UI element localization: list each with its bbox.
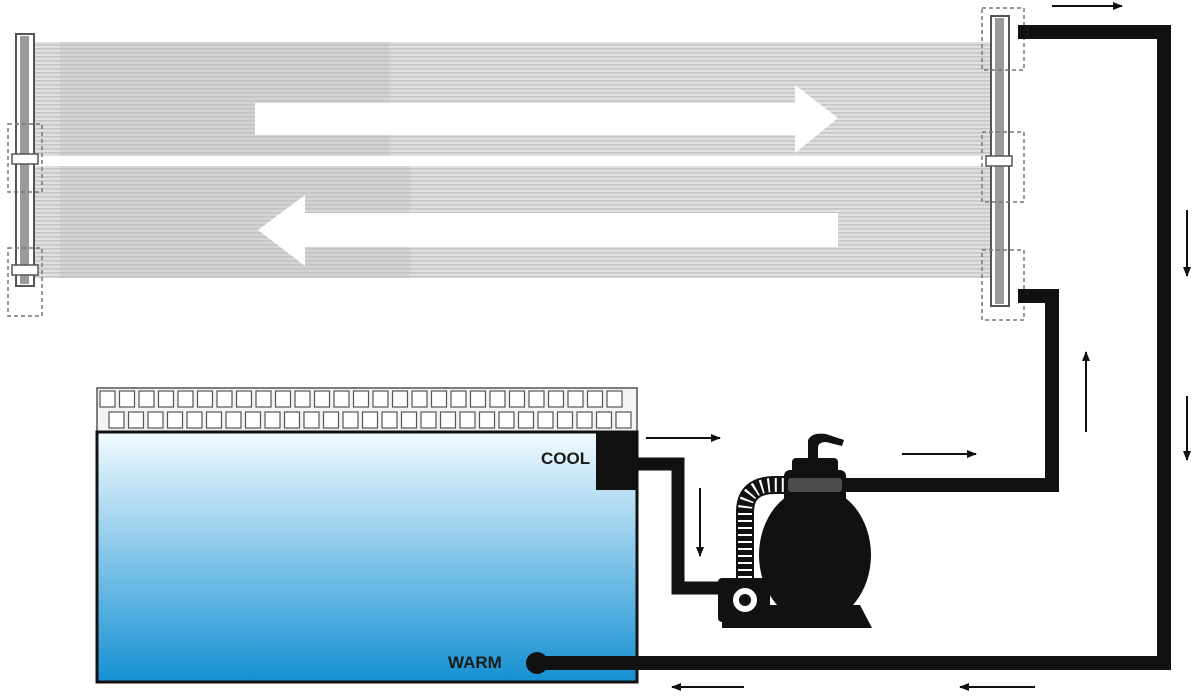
pool-tile	[459, 411, 476, 429]
pool	[95, 387, 639, 684]
pool-tile	[99, 390, 116, 408]
pool-tile	[537, 411, 554, 429]
pool-tile	[157, 390, 175, 408]
pool-tile	[255, 390, 272, 408]
filter-valve-handle	[808, 433, 844, 460]
pool-coping-tiles	[96, 387, 638, 433]
pool-tile	[498, 411, 515, 429]
warm-inlet-nozzle	[526, 652, 548, 674]
pool-tile	[118, 390, 136, 408]
pool-tile	[264, 411, 281, 429]
right-manifold	[981, 7, 1025, 321]
pool-tile	[606, 390, 623, 408]
pool-tile	[478, 411, 496, 429]
pool-tile	[205, 411, 223, 429]
pool-tile	[469, 390, 487, 408]
pool-water	[95, 430, 639, 684]
pool-tile	[430, 390, 448, 408]
pool-tile	[411, 390, 428, 408]
solar-panel-icon	[7, 7, 1025, 321]
pool-tile	[576, 411, 593, 429]
pool-tile	[547, 390, 565, 408]
pool-tile	[489, 390, 506, 408]
pool-tile	[244, 411, 262, 429]
pump-hose	[736, 476, 790, 592]
filter-valve	[784, 470, 846, 504]
pool-tile	[147, 411, 164, 429]
solar-panel-upper-shade	[60, 42, 390, 156]
pool-tile	[508, 390, 526, 408]
pipes	[537, 25, 1171, 670]
sand-filter-pump-icon	[718, 433, 872, 628]
pool-tile	[586, 390, 604, 408]
pool-tile	[108, 411, 125, 429]
pool-tile	[127, 411, 145, 429]
solar-panel-upper	[34, 42, 992, 156]
pool-tile	[372, 390, 389, 408]
pool-tile	[177, 390, 194, 408]
flow-arrows	[646, 2, 1191, 691]
panel-flow-arrow-left	[258, 195, 838, 266]
pool-tile	[556, 411, 574, 429]
pool-tile	[400, 411, 418, 429]
pool-tile	[225, 411, 242, 429]
pool-tile	[381, 411, 398, 429]
panel-flow-arrow-right	[255, 85, 838, 153]
pool-tile	[196, 390, 214, 408]
pool-tile	[450, 390, 467, 408]
filter-tank	[759, 487, 871, 623]
pool-tile	[216, 390, 233, 408]
filter-base	[758, 605, 872, 628]
pool-tile	[166, 411, 184, 429]
pool-tile	[313, 390, 331, 408]
pipe-panel-return	[537, 25, 1171, 670]
pool-tile	[333, 390, 350, 408]
pool-tile	[342, 411, 359, 429]
pipe-filter-to-panel	[842, 289, 1059, 492]
pool-tile	[517, 411, 535, 429]
pool-tile	[235, 390, 253, 408]
pool-tile	[391, 390, 409, 408]
pool-tile	[138, 390, 155, 408]
pool-tile	[595, 411, 613, 429]
pool-tile	[361, 411, 379, 429]
pool-tile	[322, 411, 340, 429]
skimmer-outlet	[596, 432, 638, 490]
pool-tile	[294, 390, 311, 408]
pool-tile	[439, 411, 457, 429]
pool-tile	[615, 411, 632, 429]
pool-tile	[567, 390, 584, 408]
pool-tile	[420, 411, 437, 429]
left-manifold	[7, 33, 43, 317]
pool-tile	[528, 390, 545, 408]
pool-tile	[186, 411, 203, 429]
pipe-skimmer-to-pump	[638, 457, 724, 595]
pool-tile	[274, 390, 292, 408]
pool-tile	[303, 411, 320, 429]
pool-tile	[283, 411, 301, 429]
pool-tile	[352, 390, 370, 408]
warm-label: WARM	[448, 653, 502, 672]
cool-label: COOL	[541, 449, 590, 468]
